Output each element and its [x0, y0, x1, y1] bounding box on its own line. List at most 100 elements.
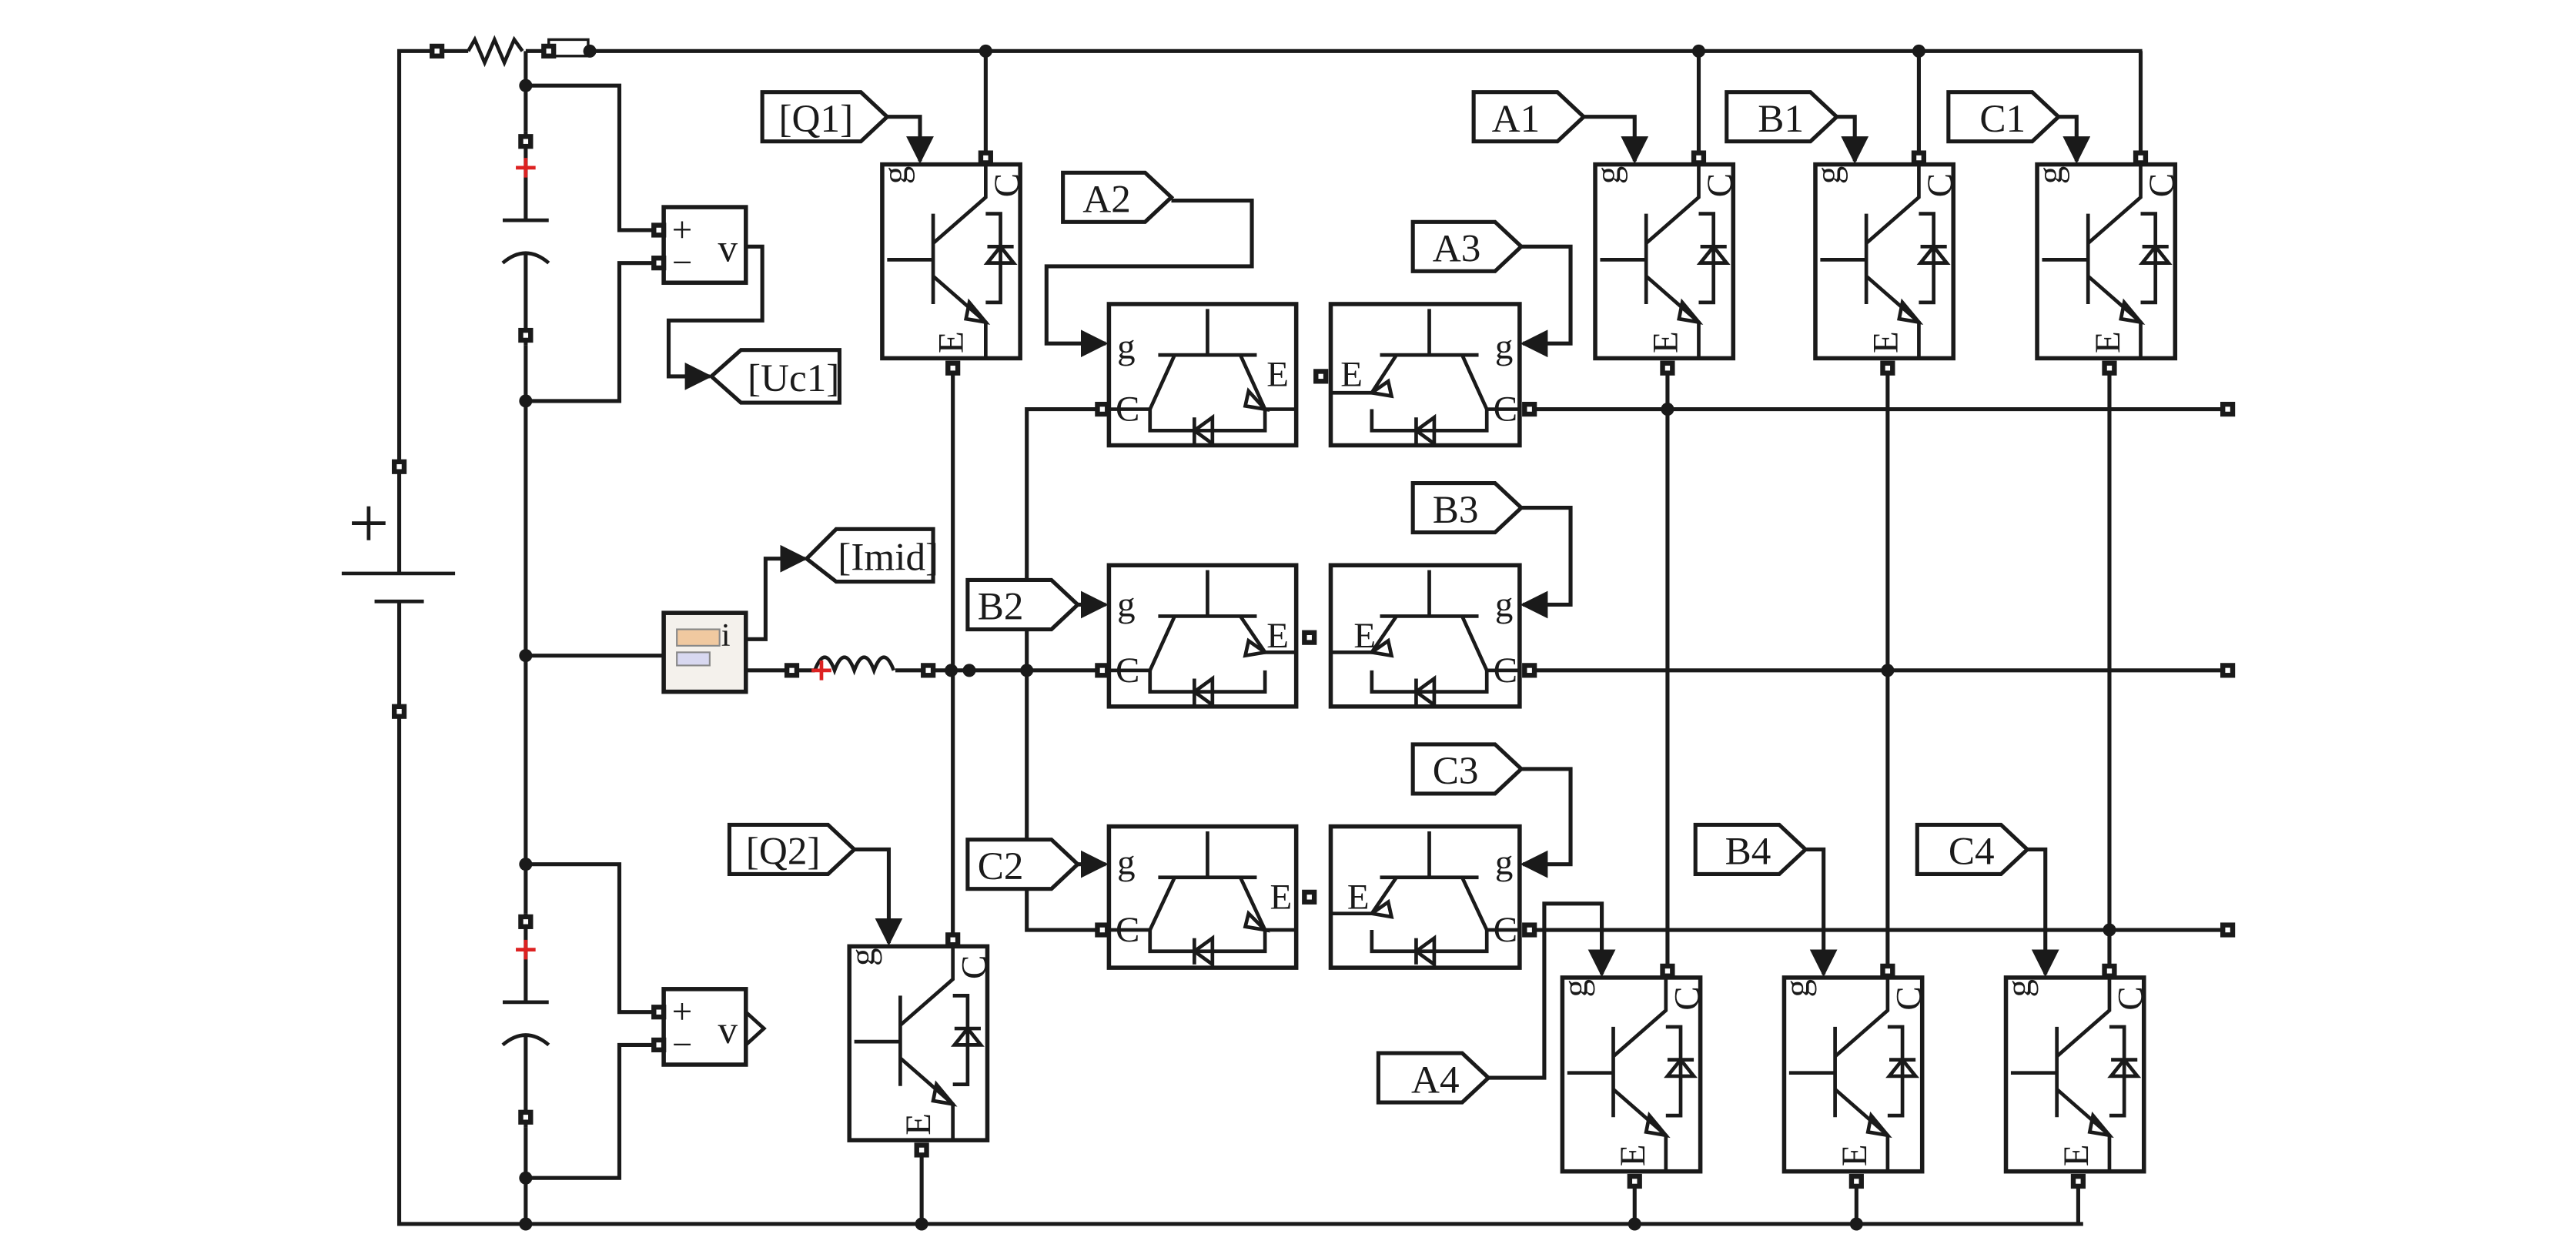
tag-a2-label: A2 [1082, 177, 1131, 221]
c4-collector-pin: C [2111, 986, 2151, 1010]
b2-emitter-pin: E [1266, 616, 1289, 656]
tag-q1-label: [Q1] [778, 97, 853, 141]
a4-emitter-pin: E [1613, 1145, 1653, 1167]
igbt-q1: g C E [875, 44, 1027, 935]
tag-c3-label: C3 [1433, 749, 1479, 793]
igbt-b1: g C E [1808, 44, 1960, 966]
q2-gate-pin: g [842, 948, 882, 965]
tag-uc1-label: [Uc1] [748, 356, 839, 400]
meter-bottom-plus: + [672, 992, 692, 1032]
meter-top-v: v [718, 227, 738, 271]
b3-collector-pin: C [1494, 650, 1517, 691]
tag-b2-label: B2 [978, 585, 1024, 629]
c1-gate-pin: g [2030, 166, 2070, 184]
tag-b1: B1 [1725, 90, 1869, 164]
a3-gate-pin: g [1495, 326, 1513, 366]
igbt-a4: g C E [1555, 963, 1707, 1231]
output-lines [1534, 401, 2236, 938]
c4-gate-pin: g [1999, 979, 2039, 997]
tag-b4-label: B4 [1725, 830, 1771, 874]
dc-voltage-source: + [341, 459, 456, 719]
tag-c3: C3 [1410, 742, 1573, 878]
b2-collector-pin: C [1116, 650, 1139, 691]
tag-c4-label: C4 [1949, 830, 1995, 874]
igbt-c1: g C E [2030, 51, 2182, 966]
tag-a1-label: A1 [1492, 97, 1541, 141]
tag-imid-label: [Imid] [838, 536, 938, 580]
tag-a4: A4 [1376, 901, 1616, 1105]
igbt-c3: E g C [1302, 824, 1537, 970]
igbt-b3: E g C [1302, 563, 1537, 709]
tag-a4-label: A4 [1411, 1058, 1460, 1102]
c2-collector-pin: C [1116, 910, 1139, 950]
b4-emitter-pin: E [1835, 1145, 1875, 1167]
current-meter-i: i [721, 617, 731, 654]
igbt-b2: g C E [1095, 563, 1299, 709]
c2-gate-pin: g [1117, 842, 1135, 882]
a4-collector-pin: C [1667, 986, 1707, 1010]
tag-b3-label: B3 [1433, 488, 1479, 532]
a3-emitter-pin: E [1340, 355, 1363, 395]
a2-collector-pin: C [1116, 389, 1139, 429]
b1-emitter-pin: E [1866, 331, 1906, 353]
a1-gate-pin: g [1588, 166, 1628, 184]
capacitor-bottom [500, 913, 550, 1128]
tag-a3-label: A3 [1433, 227, 1481, 271]
c1-emitter-pin: E [2088, 331, 2128, 353]
capacitor-top [500, 131, 550, 346]
tag-c4: C4 [1915, 822, 2059, 978]
tag-b1-label: B1 [1758, 97, 1804, 141]
c3-collector-pin: C [1494, 910, 1517, 950]
meter-bottom-v: v [718, 1008, 738, 1052]
tag-c2-label: C2 [978, 844, 1024, 888]
q1-gate-pin: g [875, 166, 915, 184]
a1-collector-pin: C [1700, 173, 1740, 197]
row-c-link [1025, 406, 1099, 932]
b4-collector-pin: C [1889, 986, 1929, 1010]
igbt-a1: g C E [1588, 44, 1740, 966]
b3-emitter-pin: E [1353, 616, 1376, 656]
igbt-q2: g C E [842, 932, 994, 1231]
q1-emitter-pin: E [931, 331, 971, 353]
a2-emitter-pin: E [1266, 355, 1289, 395]
resistor [430, 35, 597, 68]
c3-emitter-pin: E [1347, 877, 1370, 917]
b1-gate-pin: g [1808, 166, 1848, 184]
meter-bottom-minus: − [672, 1025, 692, 1065]
tag-q2-label: [Q2] [746, 830, 821, 874]
a2-gate-pin: g [1117, 326, 1135, 366]
q2-emitter-pin: E [898, 1113, 938, 1135]
inductor [745, 655, 1109, 681]
b3-gate-pin: g [1495, 584, 1513, 624]
b2-gate-pin: g [1117, 584, 1135, 624]
c4-emitter-pin: E [2056, 1145, 2096, 1167]
a4-gate-pin: g [1555, 979, 1595, 997]
current-meter: i [525, 544, 808, 694]
source-plus-sign: + [348, 483, 389, 563]
tag-imid: [Imid] [803, 527, 938, 584]
meter-top-minus: − [672, 243, 692, 283]
a1-emitter-pin: E [1646, 331, 1686, 353]
q2-collector-pin: C [954, 955, 994, 979]
igbt-a2: g C E [1095, 302, 1299, 448]
igbt-c4: g C E [1999, 963, 2151, 1224]
tag-a2: A2 [1044, 170, 1254, 358]
tag-q2: [Q2] [727, 822, 903, 946]
q1-collector-pin: C [987, 173, 1027, 197]
tag-b3: B3 [1410, 481, 1573, 619]
tag-b2: B2 [965, 577, 1109, 632]
c3-gate-pin: g [1495, 842, 1513, 882]
c2-emitter-pin: E [1270, 877, 1293, 917]
igbt-a3: E g C [1313, 302, 1537, 448]
igbt-c2: g C E [1095, 824, 1299, 970]
tag-a1: A1 [1471, 90, 1649, 164]
tag-a3: A3 [1410, 219, 1573, 358]
c1-collector-pin: C [2142, 173, 2182, 197]
meter-top-plus: + [672, 210, 692, 250]
voltage-meter-top: + − v [525, 83, 764, 403]
b1-collector-pin: C [1920, 173, 1960, 197]
b4-gate-pin: g [1777, 979, 1817, 997]
tag-uc1: [Uc1] [708, 348, 841, 405]
igbt-b4: g C E [1777, 963, 1929, 1231]
